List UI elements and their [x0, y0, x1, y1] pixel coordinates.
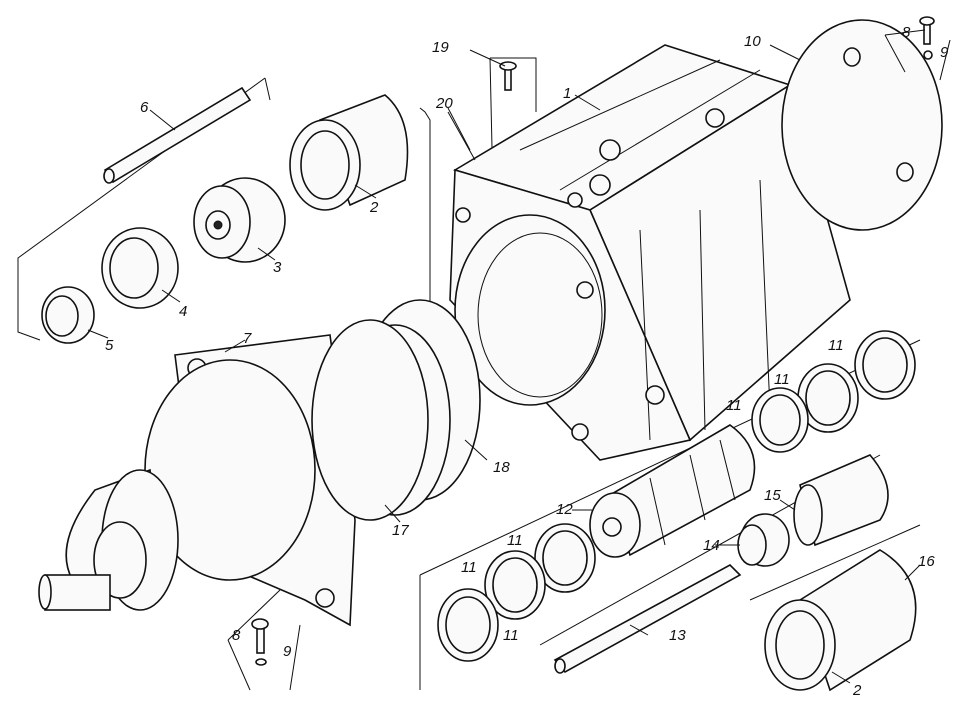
spring-part-15 [793, 454, 889, 547]
callout-6: 6 [140, 99, 149, 116]
seal-ring-11-c [751, 387, 809, 453]
callout-9-bottom: 9 [283, 643, 292, 660]
callout-3: 3 [273, 259, 282, 276]
callout-11-e: 11 [461, 559, 477, 576]
left-group-bracket [17, 77, 431, 341]
shaft-part-13 [553, 564, 742, 674]
pump-cylinder-part-7 [38, 334, 356, 627]
valve-part-3 [193, 177, 286, 263]
callout-15: 15 [764, 487, 781, 504]
seal-rings-17-18 [311, 299, 481, 521]
callout-7: 7 [243, 330, 252, 347]
callout-11-d: 11 [507, 532, 523, 549]
bushing-part-2-lower-16 [764, 549, 917, 692]
ring-part-4 [101, 227, 179, 309]
bushing-part-2-upper [289, 94, 409, 211]
callout-18: 18 [493, 459, 510, 476]
seal-ring-11-f [437, 588, 499, 662]
callouts: 1 2 2 3 4 5 6 7 8 8 9 9 10 11 11 11 11 1… [105, 24, 949, 699]
callout-17: 17 [392, 522, 409, 539]
callout-8-top: 8 [902, 24, 911, 41]
callout-1: 1 [563, 85, 571, 102]
leader-lines [87, 44, 921, 684]
flange-part-10 [781, 19, 943, 231]
callout-2-upper: 2 [369, 199, 379, 216]
callout-11-f: 11 [503, 627, 519, 644]
callout-20: 20 [435, 95, 453, 112]
callout-9-top: 9 [940, 44, 949, 61]
seal-ring-11-d [534, 523, 596, 593]
ring-part-5 [41, 286, 95, 344]
callout-4: 4 [179, 303, 187, 320]
callout-16: 16 [918, 553, 935, 570]
seal-ring-11-b [797, 363, 859, 433]
screw-washer-top-right [884, 16, 951, 81]
callout-14: 14 [703, 537, 720, 554]
screw-washer-bottom [227, 589, 301, 691]
callout-11-a: 11 [828, 337, 844, 354]
callout-2-lower: 2 [852, 682, 862, 699]
callout-11-c: 11 [726, 397, 742, 414]
callout-19: 19 [432, 39, 449, 56]
housing-part-1 [449, 44, 851, 461]
spool-part-12 [589, 424, 756, 558]
seal-ring-11-a [854, 330, 916, 400]
lock-part-20 [447, 57, 537, 161]
callout-10: 10 [744, 33, 761, 50]
rod-part-6 [103, 86, 252, 184]
callout-12: 12 [556, 501, 573, 518]
callout-11-b: 11 [774, 371, 790, 388]
callout-13: 13 [669, 627, 686, 644]
screw-part-19 [499, 61, 517, 91]
gear-part-14 [737, 513, 790, 567]
callout-5: 5 [105, 337, 114, 354]
seal-ring-11-e [484, 550, 546, 620]
callout-8-bottom: 8 [232, 627, 241, 644]
